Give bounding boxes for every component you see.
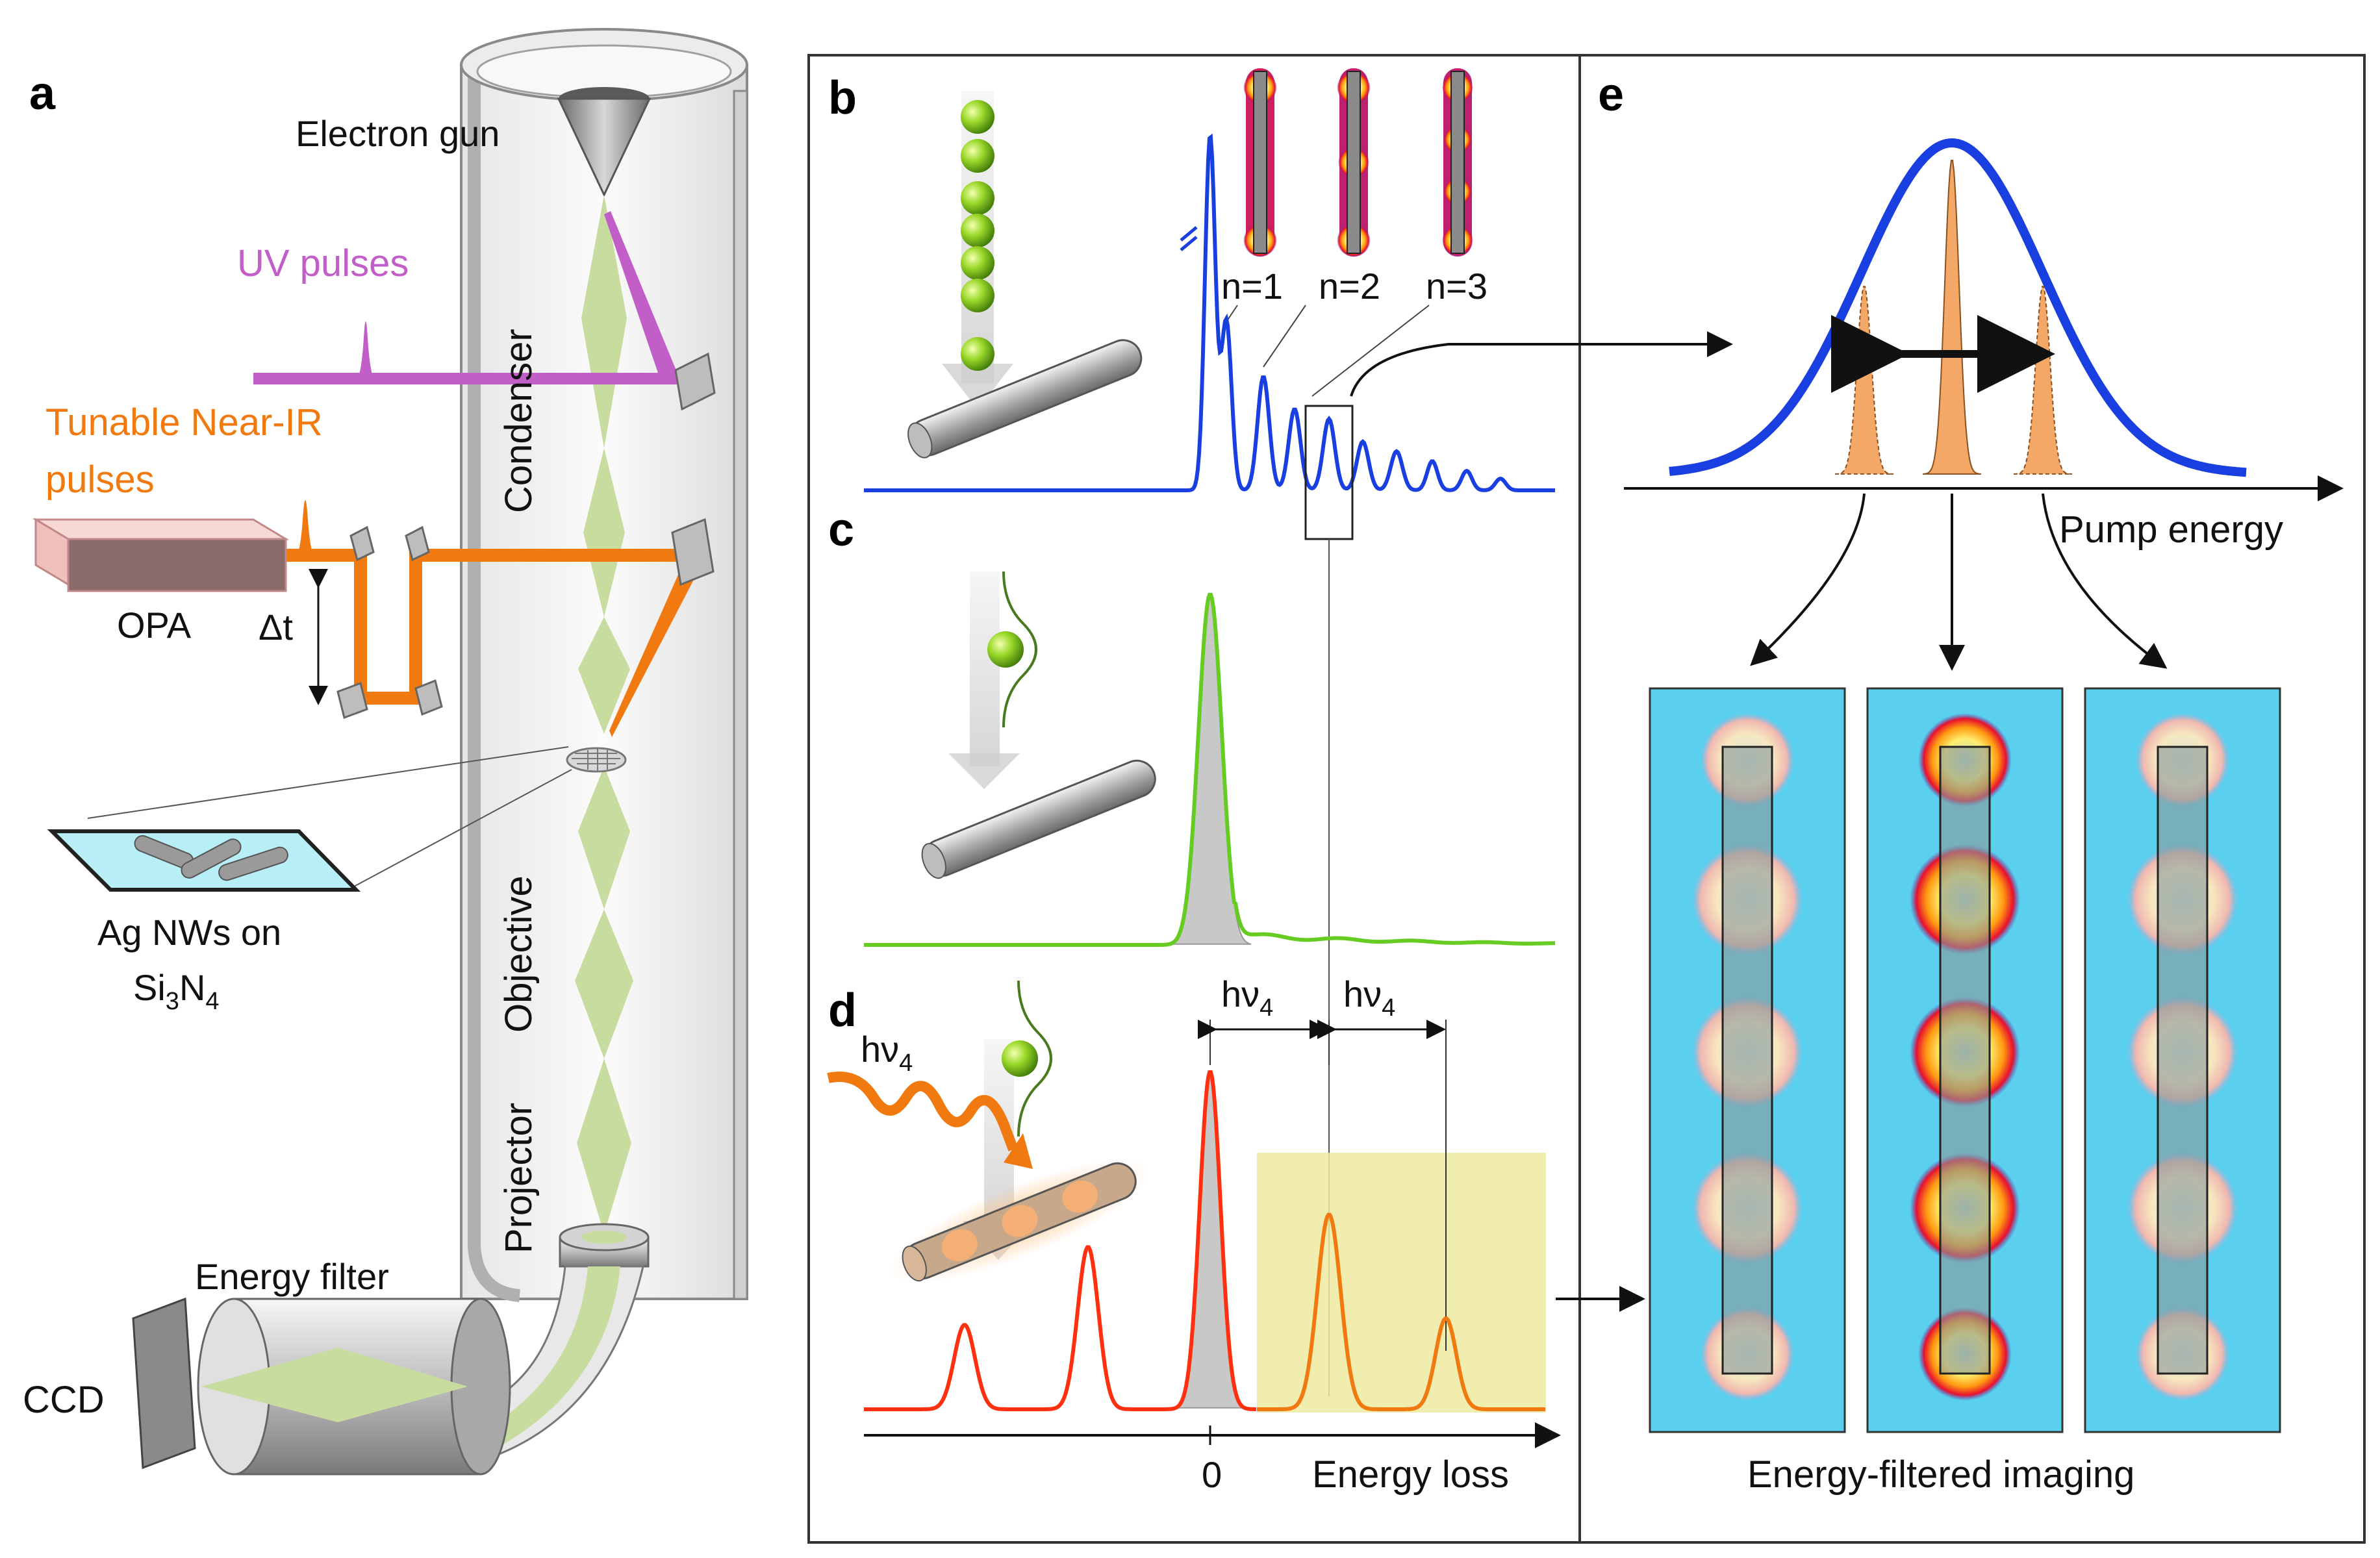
nanowire-b bbox=[907, 339, 1143, 459]
mode-map-n2 bbox=[1337, 68, 1371, 257]
electron-ball-c bbox=[987, 631, 1024, 668]
energy-loss-label: Energy loss bbox=[1312, 1453, 1509, 1496]
electron-gun-label: Electron gun bbox=[296, 113, 500, 154]
spectrum-b bbox=[864, 133, 1555, 492]
opa-label: OPA bbox=[117, 605, 192, 646]
axis-break-icon bbox=[1180, 226, 1198, 251]
zero-label: 0 bbox=[1202, 1454, 1222, 1495]
uv-pulse-beam bbox=[253, 211, 679, 384]
mode-map-n1 bbox=[1243, 68, 1277, 257]
spectrum-d bbox=[864, 1070, 1256, 1411]
sample-label-line2: Si3N4 bbox=[133, 967, 220, 1015]
projector-lens-icon bbox=[559, 1223, 650, 1268]
pump-gaussian bbox=[1669, 138, 2247, 477]
condenser-label: Condenser bbox=[498, 329, 540, 513]
wavepacket-d bbox=[1017, 980, 1052, 1137]
panel-letter-b: b bbox=[828, 72, 857, 124]
nir-beam-to-sample bbox=[609, 559, 705, 737]
panel-letter-a: a bbox=[29, 68, 56, 119]
energy-filter-label: Energy filter bbox=[195, 1256, 389, 1297]
mode-label-leaders bbox=[1224, 305, 1430, 397]
nanowire-c bbox=[921, 759, 1156, 879]
zoom-line-bottom bbox=[353, 769, 572, 887]
mode-label-n3: n=3 bbox=[1426, 266, 1488, 307]
electron-ball-d bbox=[1002, 1040, 1038, 1077]
electron-balls bbox=[961, 100, 994, 371]
wavepacket-c bbox=[1002, 571, 1037, 728]
nir-pulse-shape bbox=[296, 500, 315, 555]
panel-letter-e: e bbox=[1598, 69, 1624, 121]
nir-pulses-label-line1: Tunable Near-IR bbox=[45, 401, 323, 444]
panel-c: c bbox=[828, 504, 1555, 947]
filter-peak-center bbox=[1922, 160, 1982, 475]
right-panels-frame bbox=[807, 54, 2366, 1544]
selection-box bbox=[1304, 405, 1354, 540]
energy-filter-icon bbox=[197, 1298, 511, 1476]
zero-loss-peak-d bbox=[1175, 1072, 1245, 1409]
filtered-image-left bbox=[1649, 687, 1846, 1433]
panel-e: e Pump energy bbox=[1598, 69, 2344, 1496]
peak-to-image-arrows bbox=[1750, 493, 2168, 671]
mode-label-n2: n=2 bbox=[1319, 266, 1380, 307]
filtered-image-right bbox=[2084, 687, 2281, 1433]
pump-energy-label: Pump energy bbox=[2059, 509, 2283, 551]
spacing-label-2: hν4 bbox=[1343, 974, 1395, 1022]
photon-arrowhead bbox=[1004, 1133, 1033, 1169]
panel-a: a Electron gun U bbox=[23, 28, 748, 1476]
opa-box-icon bbox=[32, 518, 290, 592]
electron-stream-arrowhead bbox=[942, 364, 1013, 409]
electron-arrowhead-c bbox=[948, 753, 1020, 789]
spectrum-d-window bbox=[1257, 1212, 1545, 1411]
nanowire-d bbox=[889, 1159, 1150, 1283]
mode-map-n3 bbox=[1442, 68, 1473, 257]
photon-wave-icon bbox=[827, 1072, 1019, 1151]
energy-filtered-imaging-label: Energy-filtered imaging bbox=[1747, 1453, 2134, 1496]
nir-pulses-label-line2: pulses bbox=[45, 459, 155, 501]
zero-loss-peak-c bbox=[1169, 594, 1252, 945]
objective-label: Objective bbox=[498, 875, 540, 1033]
uv-mirror-icon bbox=[674, 352, 716, 411]
delay-mirrors bbox=[336, 518, 715, 719]
selection-to-e-arrow bbox=[1350, 331, 1733, 397]
filtered-image-center bbox=[1866, 687, 2064, 1433]
photon-energy-label: hν4 bbox=[861, 1029, 913, 1077]
energy-window-highlight bbox=[1257, 1153, 1546, 1413]
delay-label: Δt bbox=[259, 607, 293, 647]
ccd-label: CCD bbox=[23, 1379, 105, 1421]
panel-letter-c: c bbox=[828, 504, 854, 556]
sample-grid-icon bbox=[566, 747, 627, 773]
beam-in-tube bbox=[481, 1266, 620, 1451]
panel-d: d hν4 hν4 hν4 bbox=[827, 974, 1645, 1496]
zoom-line-top bbox=[87, 746, 569, 819]
sample-label-line1: Ag NWs on bbox=[97, 912, 281, 953]
ccd-icon bbox=[132, 1297, 196, 1470]
panel-b: b bbox=[828, 68, 1733, 540]
spectrum-c bbox=[864, 592, 1555, 947]
projector-label: Projector bbox=[498, 1103, 540, 1253]
uv-pulses-label: UV pulses bbox=[237, 242, 409, 284]
panel-letter-d: d bbox=[828, 985, 857, 1037]
spacing-label-1: hν4 bbox=[1221, 974, 1273, 1022]
nir-pulse-beam bbox=[270, 549, 689, 705]
electron-gun-icon bbox=[557, 87, 652, 197]
substrate-icon bbox=[47, 829, 361, 892]
electron-arrow-c bbox=[970, 572, 1000, 766]
mode-label-n1: n=1 bbox=[1221, 266, 1283, 307]
electron-beam bbox=[575, 195, 633, 1234]
